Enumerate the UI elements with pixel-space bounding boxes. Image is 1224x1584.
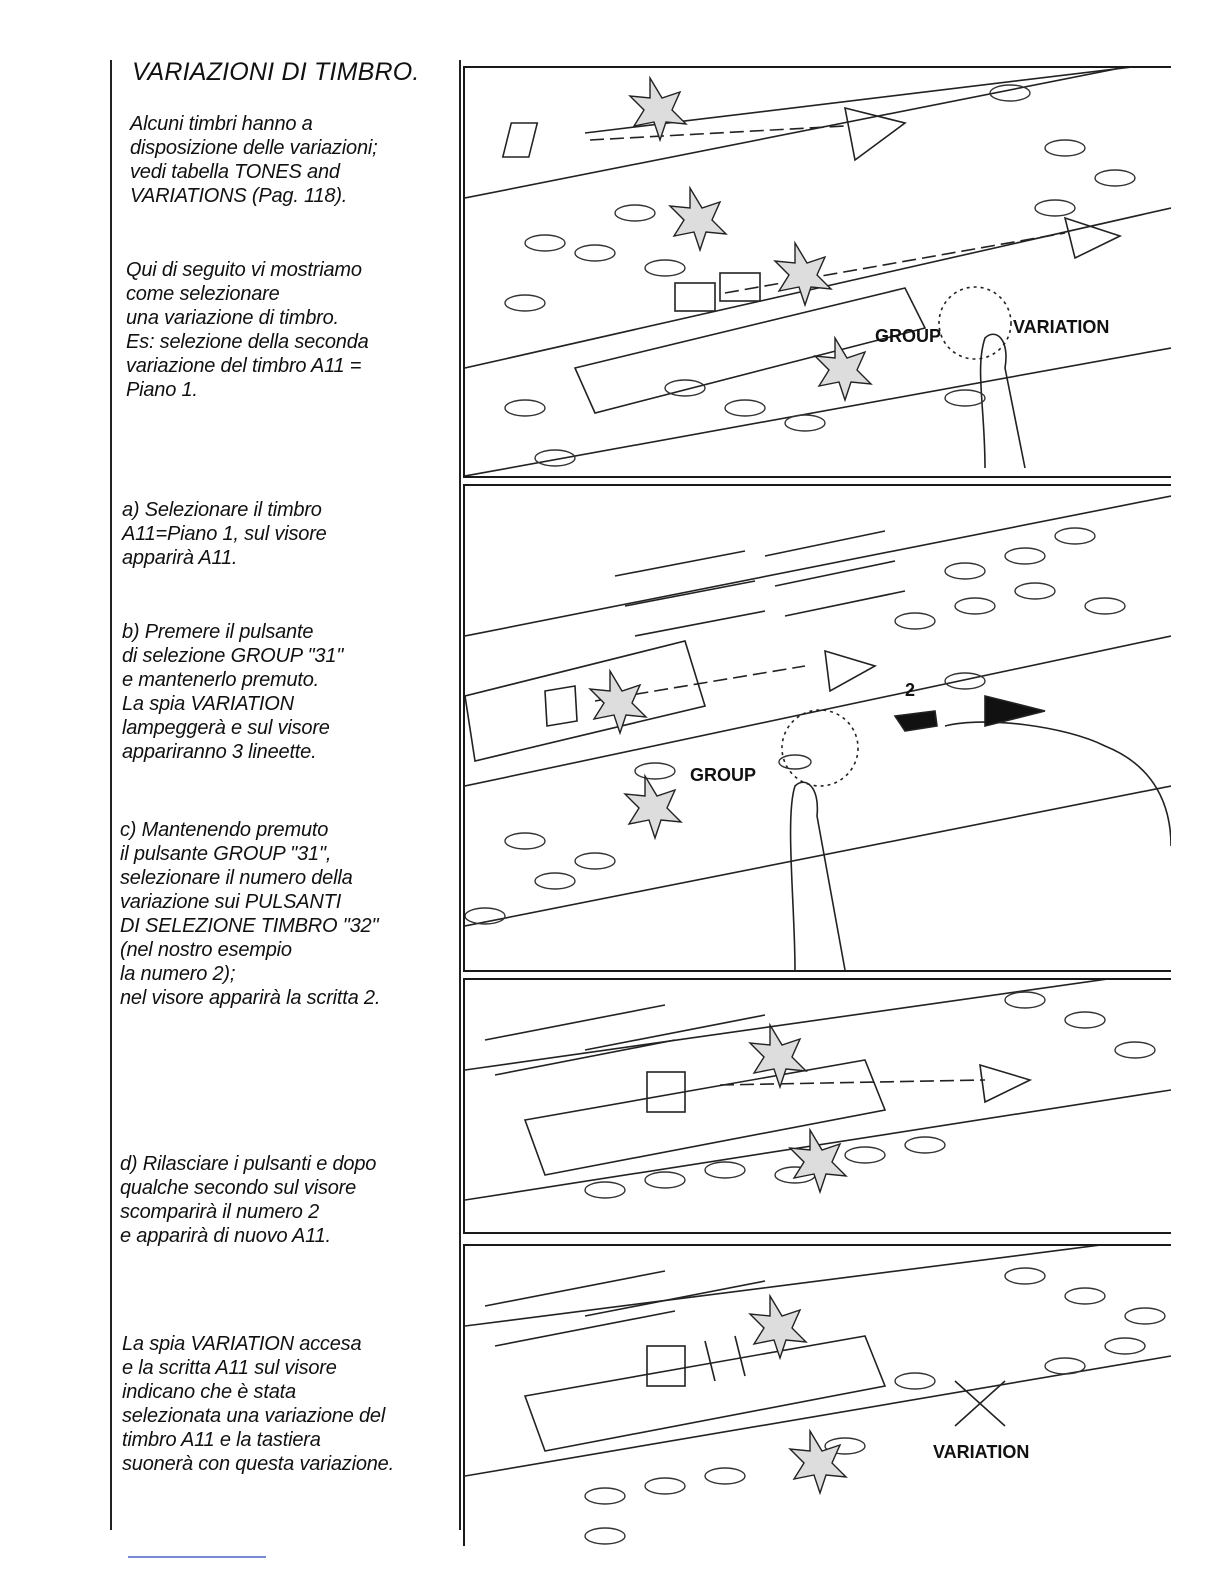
text-line: di selezione GROUP "31"	[122, 645, 344, 667]
text-line: variazione del timbro A11 =	[126, 355, 362, 377]
text-line: Qui di seguito vi mostriamo	[126, 259, 362, 281]
text-line: nel visore apparirà la scritta 2.	[120, 987, 381, 1009]
text-line: selezionata una variazione del	[122, 1405, 386, 1427]
text-line: c) Mantenendo premuto	[120, 819, 329, 841]
text-line: e apparirà di nuovo A11.	[120, 1225, 331, 1247]
text-line: A11=Piano 1, sul visore	[122, 523, 327, 545]
text-line: Es: selezione della seconda	[126, 331, 369, 353]
paragraph-example: Qui di seguito vi mostriamo come selezio…	[126, 258, 456, 402]
text-line: vedi tabella TONES and	[130, 161, 340, 183]
illustration-panel-4: VARIATION	[463, 1244, 1171, 1546]
center-rule	[459, 60, 461, 1530]
footer-rule	[128, 1556, 266, 1558]
text-line: e la scritta A11 sul visore	[122, 1357, 337, 1379]
keyboard-illustration: VARIATION	[465, 1246, 1171, 1545]
text-line: (nel nostro esempio	[120, 939, 292, 961]
left-margin-rule	[110, 60, 112, 1530]
number-label: 2	[905, 680, 915, 700]
text-line: e mantenerlo premuto.	[122, 669, 320, 691]
keyboard-illustration: GROUP 2	[465, 495, 1171, 970]
text-line: il pulsante GROUP "31",	[120, 843, 332, 865]
text-line: suonerà con questa variazione.	[122, 1453, 394, 1475]
text-line: La spia VARIATION accesa	[122, 1333, 362, 1355]
text-line: b) Premere il pulsante	[122, 621, 314, 643]
text-line: appariranno 3 lineette.	[122, 741, 317, 763]
illustration-panel-1: GROUP VARIATION	[463, 66, 1171, 478]
paragraph-step-d: d) Rilasciare i pulsanti e dopo qualche …	[120, 1152, 450, 1248]
text-line: timbro A11 e la tastiera	[122, 1429, 321, 1451]
keyboard-illustration	[465, 980, 1171, 1201]
text-line: selezionare il numero della	[120, 867, 353, 889]
text-line: La spia VARIATION	[122, 693, 294, 715]
paragraph-step-b: b) Premere il pulsante di selezione GROU…	[122, 620, 452, 764]
illustration-panel-3	[463, 978, 1171, 1234]
text-line: la numero 2);	[120, 963, 236, 985]
text-line: d) Rilasciare i pulsanti e dopo	[120, 1153, 377, 1175]
group-label: GROUP	[875, 326, 941, 346]
text-line: indicano che è stata	[122, 1381, 296, 1403]
text-line: disposizione delle variazioni;	[130, 137, 378, 159]
keyboard-illustration: GROUP VARIATION	[465, 68, 1171, 476]
text-line: a) Selezionare il timbro	[122, 499, 322, 521]
paragraph-step-c: c) Mantenendo premuto il pulsante GROUP …	[120, 818, 450, 1010]
text-line: VARIATIONS (Pag. 118).	[130, 185, 348, 207]
text-line: variazione sui PULSANTI	[120, 891, 342, 913]
variation-label: VARIATION	[1013, 317, 1109, 337]
group-label: GROUP	[690, 765, 756, 785]
text-line: Alcuni timbri hanno a	[130, 113, 313, 135]
page-title: VARIAZIONI DI TIMBRO.	[132, 58, 420, 86]
text-line: apparirà A11.	[122, 547, 238, 569]
paragraph-result: La spia VARIATION accesa e la scritta A1…	[122, 1332, 452, 1476]
paragraph-intro: Alcuni timbri hanno a disposizione delle…	[130, 112, 460, 208]
illustration-panel-2: GROUP 2	[463, 484, 1171, 972]
text-line: Piano 1.	[126, 379, 198, 401]
text-line: qualche secondo sul visore	[120, 1177, 357, 1199]
text-line: lampeggerà e sul visore	[122, 717, 330, 739]
paragraph-step-a: a) Selezionare il timbro A11=Piano 1, su…	[122, 498, 452, 570]
text-line: una variazione di timbro.	[126, 307, 339, 329]
variation-label: VARIATION	[933, 1442, 1029, 1462]
text-line: scomparirà il numero 2	[120, 1201, 320, 1223]
text-line: come selezionare	[126, 283, 280, 305]
text-line: DI SELEZIONE TIMBRO "32"	[120, 915, 379, 937]
